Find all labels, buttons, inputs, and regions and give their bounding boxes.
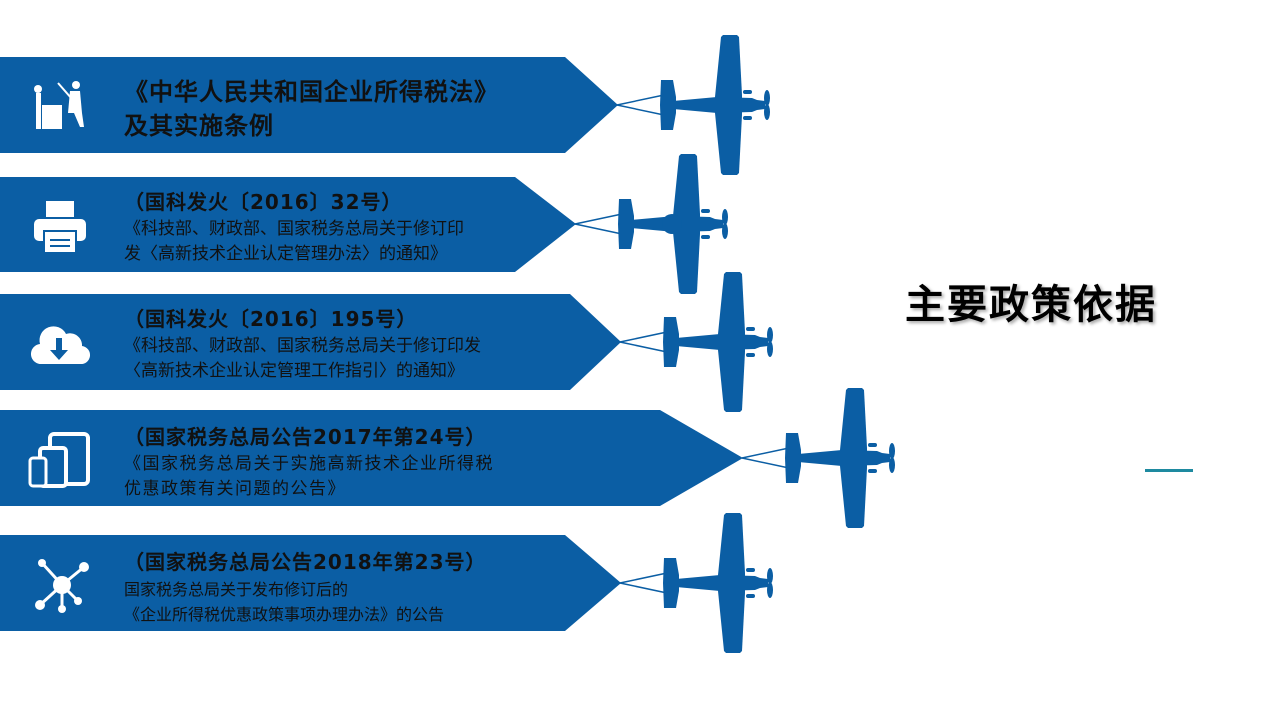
network-icon [35,559,89,613]
airplane-4 [741,387,896,529]
policy-banner-5: （国家税务总局公告2018年第23号） 国家税务总局关于发布修订后的 《企业所得… [0,535,621,631]
policy-banner-4: （国家税务总局公告2017年第24号） 《国家税务总局关于实施高新技术企业所得税… [0,410,743,506]
policy-doc-title-line2: 发〈高新技术企业认定管理办法〉的通知》 [124,244,447,264]
policy-doc-title-line2: 《企业所得税优惠政策事项办理办法》的公告 [124,605,445,624]
printer-icon [34,201,86,254]
devices-icon [28,432,90,488]
policy-banner-1: 《中华人民共和国企业所得税法》 及其实施条例 [0,57,618,153]
policy-doc-title-line1: 《国家税务总局关于实施高新技术企业所得税 [124,454,494,474]
policy-banner-2: （国科发火〔2016〕32号） 《科技部、财政部、国家税务总局关于修订印 发〈高… [0,177,576,272]
policy-doc-number: （国科发火〔2016〕195号） [124,307,418,331]
office-worker-icon [34,81,84,129]
slide-title: 主要政策依据 [905,282,1157,328]
policy-title: 《中华人民共和国企业所得税法》 [124,78,499,106]
policy-doc-title-line1: 《科技部、财政部、国家税务总局关于修订印 [124,219,464,239]
policy-banner-3: （国科发火〔2016〕195号） 《科技部、财政部、国家税务总局关于修订印发 〈… [0,294,621,390]
cloud-download-icon [30,326,91,365]
policy-doc-title-line2: 〈高新技术企业认定管理工作指引〉的通知》 [124,361,464,381]
airplane-5 [619,512,774,654]
policy-doc-number: （国科发火〔2016〕32号） [124,190,403,214]
policy-doc-title-line2: 优惠政策有关问题的公告》 [124,479,346,499]
policy-doc-title-line1: 国家税务总局关于发布修订后的 [124,580,349,599]
accent-line [1145,469,1193,472]
policy-doc-title-line1: 《科技部、财政部、国家税务总局关于修订印发 [124,336,481,356]
policy-subtitle: 及其实施条例 [124,112,274,140]
policy-doc-number: （国家税务总局公告2018年第23号） [124,550,487,574]
airplane-2 [574,153,729,295]
policy-doc-number: （国家税务总局公告2017年第24号） [124,425,487,449]
airplane-3 [619,271,774,413]
